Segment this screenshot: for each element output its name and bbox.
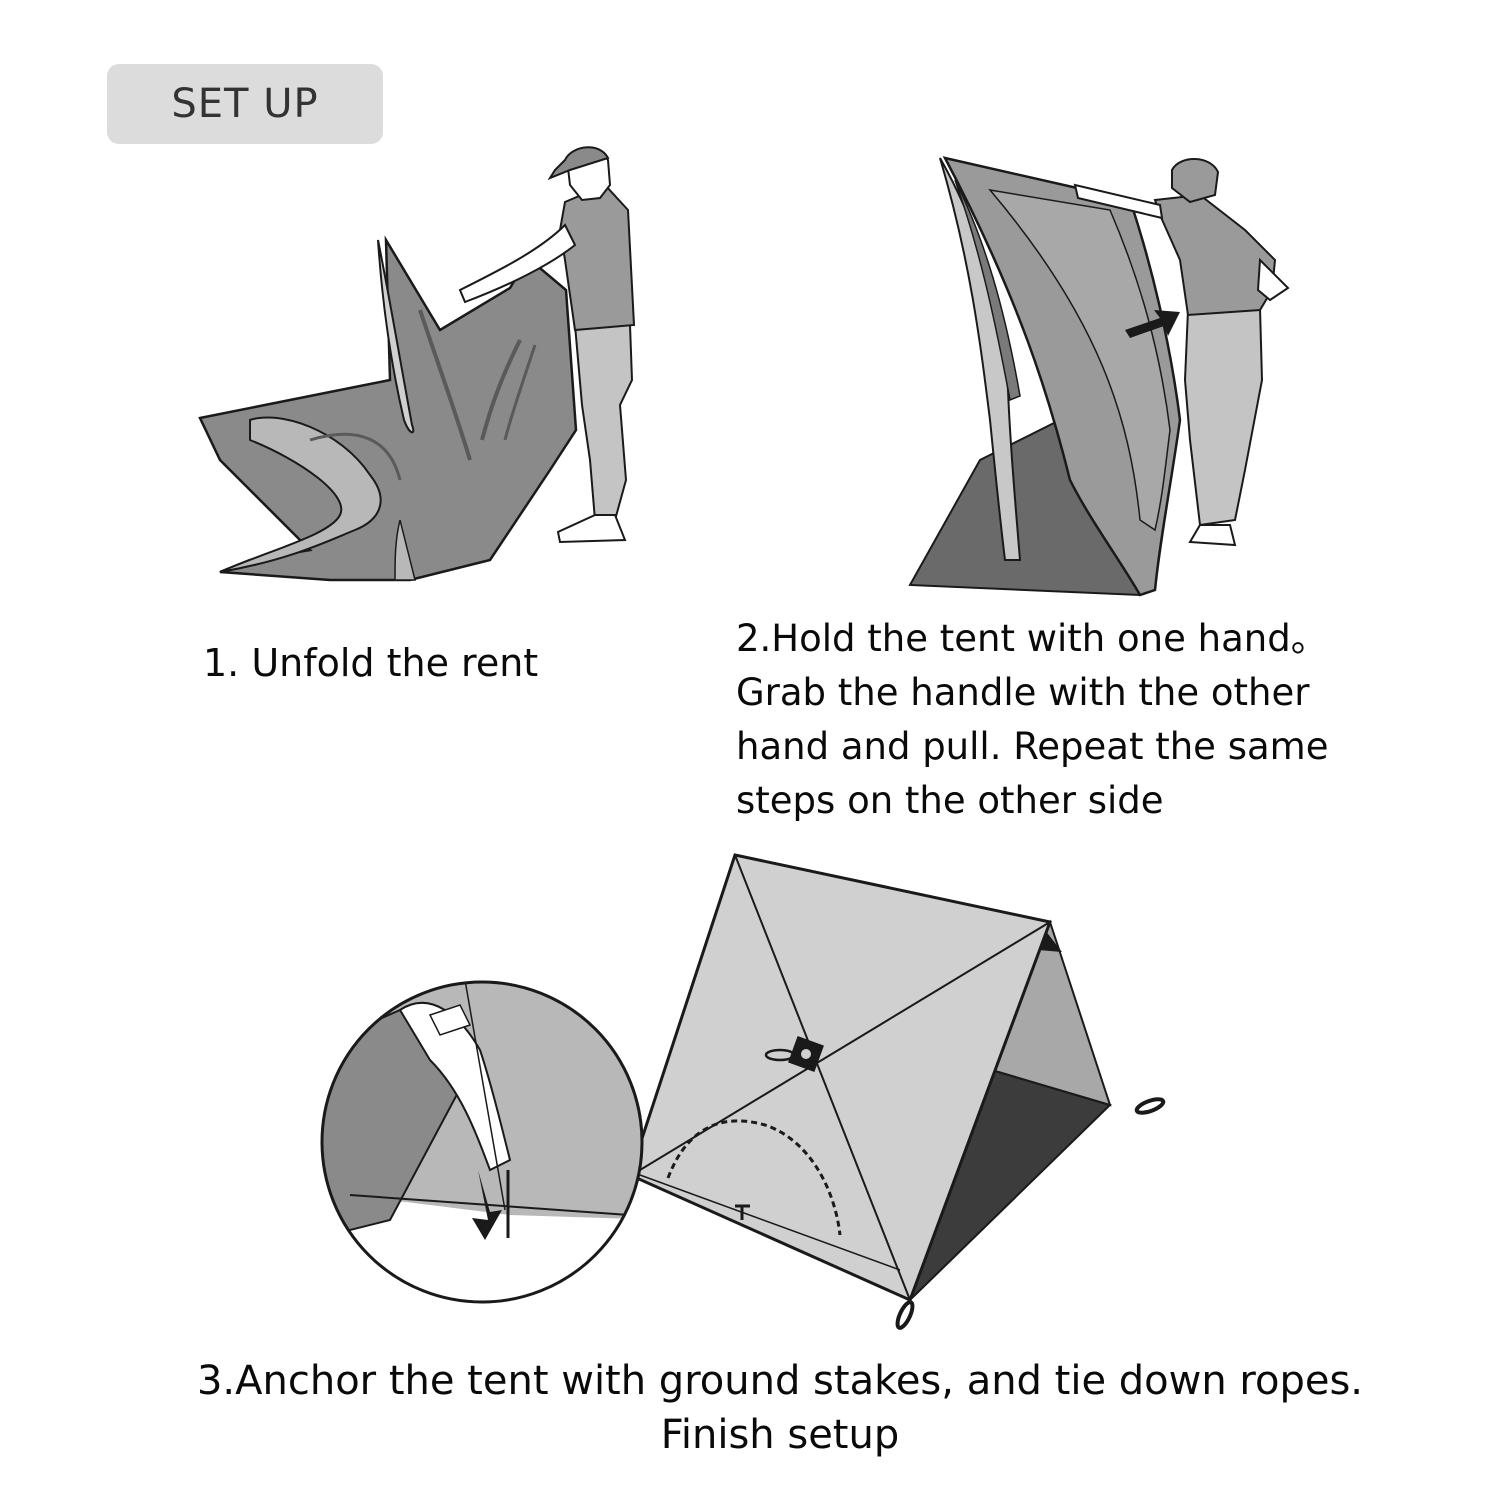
setup-badge-label: SET UP [171, 81, 319, 127]
person-figure [458, 146, 636, 544]
stake-loop-icon [895, 1300, 915, 1330]
step2-caption-line: 2.Hold the tent with one hand。 [736, 617, 1328, 660]
stake-loop-icon [1134, 1097, 1166, 1115]
step2-pull-handle-illustration [908, 156, 1290, 597]
step3-caption-line: 3.Anchor the tent with ground stakes, an… [196, 1358, 1364, 1404]
door-zipper-line [666, 1119, 842, 1236]
step1-unfold-illustration [198, 146, 636, 582]
step1-caption: 1. Unfold the rent [203, 636, 538, 690]
step2-caption: 2.Hold the tent with one hand。 Grab the … [736, 612, 1456, 828]
setup-badge: SET UP [107, 64, 383, 144]
step1-caption-text: 1. Unfold the rent [203, 641, 539, 685]
down-arrow-icon [472, 1170, 502, 1240]
pitched-tent [628, 853, 1166, 1330]
step3-anchor-illustration [320, 853, 1166, 1330]
stake-detail-inset [320, 980, 644, 1304]
step2-caption-line: hand and pull. Repeat the same [736, 725, 1329, 768]
step2-caption-line: steps on the other side [736, 779, 1164, 822]
step3-caption: 3.Anchor the tent with ground stakes, an… [100, 1354, 1460, 1462]
step3-caption-line: Finish setup [660, 1412, 900, 1458]
pull-direction-arrow-icon [1125, 310, 1180, 338]
person-figure [1073, 158, 1290, 547]
step2-caption-line: Grab the handle with the other [736, 671, 1310, 714]
